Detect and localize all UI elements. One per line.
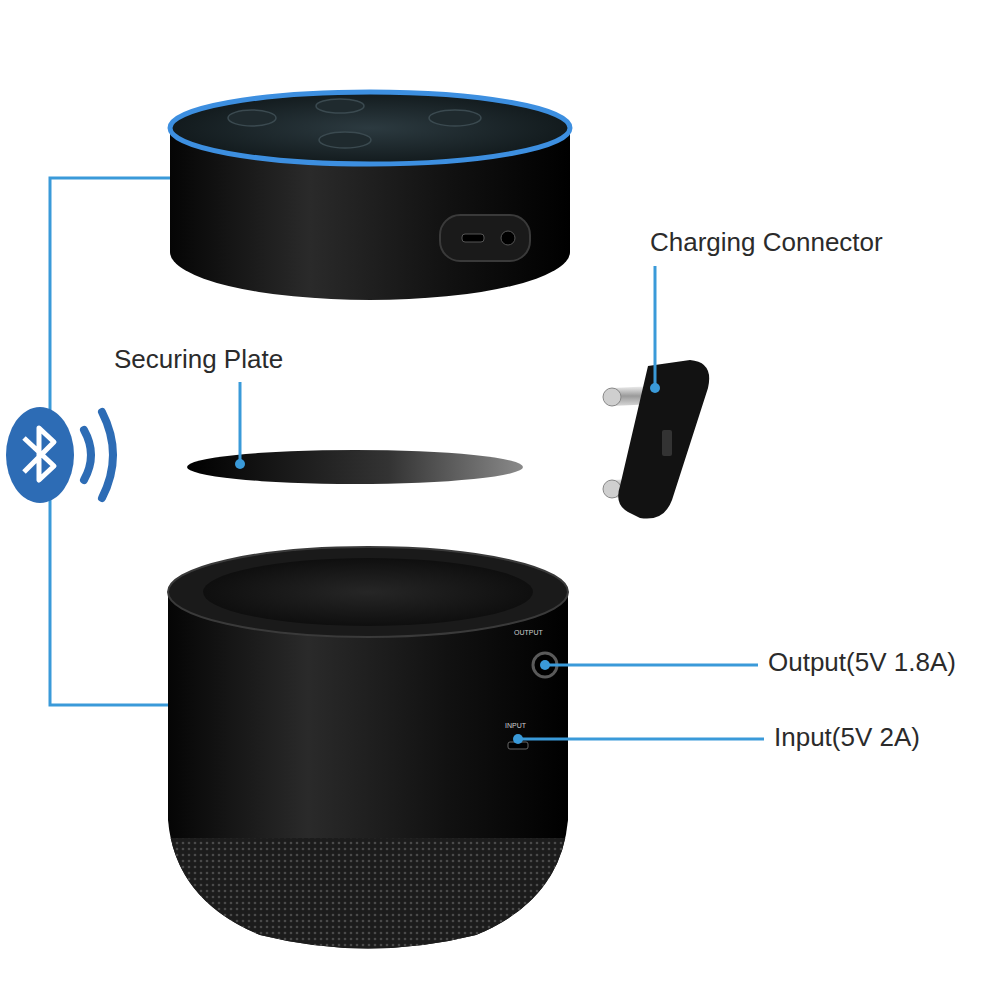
- port-marking: INPUT: [505, 722, 526, 730]
- leader-lines: [235, 266, 764, 744]
- part-label: Charging Connector: [650, 228, 883, 258]
- part-label: Securing Plate: [114, 345, 283, 375]
- port-label: Input(5V 2A): [774, 723, 920, 753]
- battery-base: [168, 547, 568, 949]
- port-label: Output(5V 1.8A): [768, 648, 956, 678]
- echo-dot: [170, 92, 570, 300]
- bluetooth-symbol: [6, 407, 113, 503]
- port-marking: OUTPUT: [514, 629, 543, 637]
- charging-connector: [603, 360, 709, 519]
- securing-plate: [187, 450, 523, 484]
